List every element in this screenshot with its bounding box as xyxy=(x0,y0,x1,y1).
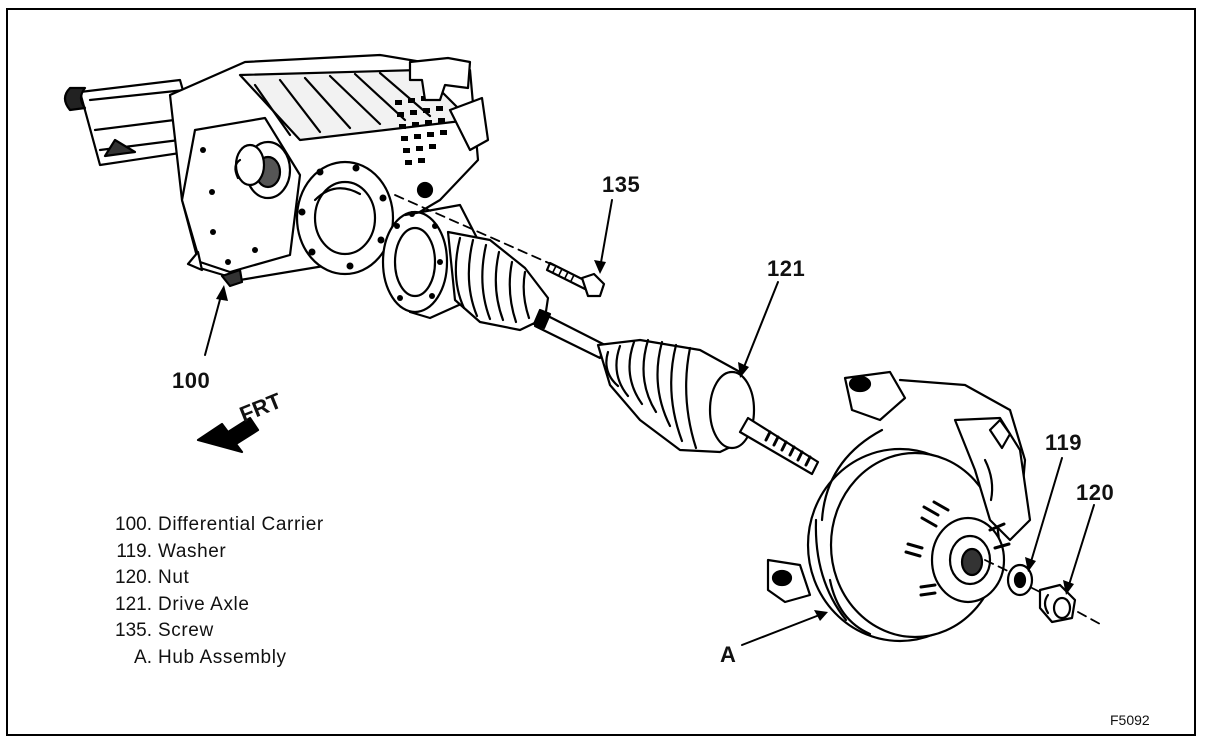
legend-label: Screw xyxy=(158,620,214,641)
leader-lines xyxy=(204,199,1095,646)
callout-135: 135 xyxy=(602,172,641,197)
washer-119 xyxy=(1006,563,1034,597)
nut-120 xyxy=(1038,583,1077,624)
legend-number: 100. xyxy=(115,514,152,535)
front-direction-arrow xyxy=(196,416,260,454)
legend-number: 119. xyxy=(116,540,152,562)
screw-135 xyxy=(545,261,606,298)
legend-number: 120. xyxy=(115,567,152,588)
legend-item: 120. Nut xyxy=(100,565,324,592)
legend-number: 121. xyxy=(115,593,152,615)
callout-100: 100 xyxy=(172,368,211,393)
legend-item: 135. Screw xyxy=(100,618,324,645)
axis-centerline xyxy=(394,194,1101,625)
legend-item: 121. Drive Axle xyxy=(100,592,324,619)
callout-120: 120 xyxy=(1076,480,1115,505)
drive-axle xyxy=(532,308,820,476)
legend-item: 119. Washer xyxy=(100,539,324,566)
legend-item: A. Hub Assembly xyxy=(100,645,324,672)
legend-label: Nut xyxy=(158,567,190,588)
figure-id: F5092 xyxy=(1110,712,1150,728)
legend-item: 100. Differential Carrier xyxy=(100,512,324,539)
legend-label: Drive Axle xyxy=(158,593,250,615)
hub-assembly xyxy=(766,370,1032,643)
differential-carrier xyxy=(63,53,490,288)
callout-121: 121 xyxy=(767,256,806,281)
callout-a: A xyxy=(720,642,737,667)
legend-label: Washer xyxy=(158,540,227,562)
inner-cv-joint xyxy=(381,203,550,332)
diagram-frame xyxy=(6,8,1196,736)
legend-number: A. xyxy=(134,646,152,668)
callout-119: 119 xyxy=(1045,430,1082,455)
parts-legend: 100. Differential Carrier 119. Washer 12… xyxy=(100,512,324,671)
legend-label: Differential Carrier xyxy=(158,514,324,535)
legend-label: Hub Assembly xyxy=(158,646,287,668)
legend-number: 135. xyxy=(115,620,152,641)
